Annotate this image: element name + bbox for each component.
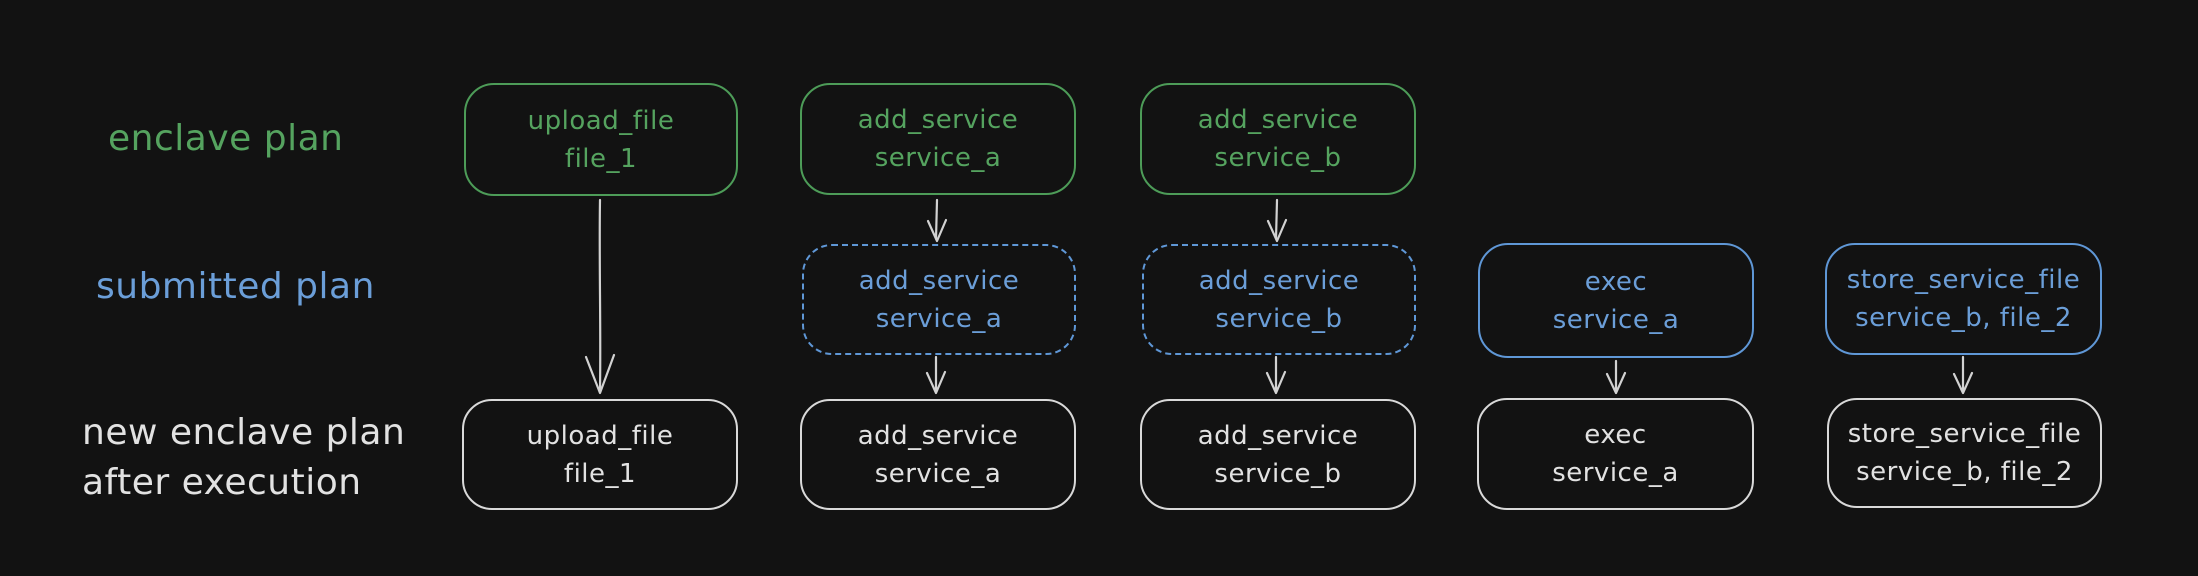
node-new-upload-file: upload_file file_1 xyxy=(462,399,738,510)
row-label-submitted-plan: submitted plan xyxy=(96,266,375,307)
node-submitted-exec: exec service_a xyxy=(1478,243,1754,358)
node-text: add_service xyxy=(1197,105,1359,135)
node-submitted-store-service-file: store_service_file service_b, file_2 xyxy=(1825,243,2102,355)
node-text: add_service xyxy=(857,105,1019,135)
node-text: service_b xyxy=(1214,458,1342,489)
node-text: store_service_file xyxy=(1846,265,2081,295)
node-text: exec xyxy=(1584,420,1647,450)
node-text: service_a xyxy=(1552,304,1680,335)
node-enclave-add-service-a: add_service service_a xyxy=(800,83,1076,195)
row-label-new-enclave-plan: new enclave plan after execution xyxy=(82,408,405,508)
node-text: exec xyxy=(1584,266,1648,297)
node-text: add_service xyxy=(858,265,1020,296)
node-text: upload_file xyxy=(527,105,675,136)
node-text: file_1 xyxy=(564,143,638,174)
node-text: add_service xyxy=(857,420,1019,451)
node-submitted-add-service-a: add_service service_a xyxy=(802,244,1076,355)
node-text: service_a xyxy=(875,303,1003,334)
row-label-new-enclave-plan-line2: after execution xyxy=(82,462,362,503)
node-new-exec: exec service_a xyxy=(1477,398,1754,510)
node-text: store_service_file xyxy=(1847,419,2082,449)
node-text: service_a xyxy=(1552,458,1679,488)
node-text: service_b, file_2 xyxy=(1856,457,2073,487)
node-text: file_1 xyxy=(563,458,637,489)
arrow-store-service-file xyxy=(1952,355,1974,395)
row-label-new-enclave-plan-line1: new enclave plan xyxy=(82,412,406,453)
node-text: upload_file xyxy=(526,420,674,451)
node-text: service_a xyxy=(874,143,1002,173)
arrow-add-service-a-bottom xyxy=(925,355,947,395)
node-text: service_b, file_2 xyxy=(1855,303,2072,333)
node-new-store-service-file: store_service_file service_b, file_2 xyxy=(1827,398,2102,508)
node-enclave-upload-file: upload_file file_1 xyxy=(464,83,738,196)
node-new-add-service-b: add_service service_b xyxy=(1140,399,1416,510)
node-text: add_service xyxy=(1197,420,1359,451)
node-text: service_b xyxy=(1215,303,1343,334)
arrow-add-service-a-top xyxy=(926,198,948,243)
arrow-add-service-b-top xyxy=(1266,198,1288,243)
arrow-add-service-b-bottom xyxy=(1265,355,1287,395)
node-text: service_b xyxy=(1214,143,1342,173)
row-label-enclave-plan: enclave plan xyxy=(108,118,344,159)
node-enclave-add-service-b: add_service service_b xyxy=(1140,83,1416,195)
node-text: service_a xyxy=(874,458,1002,489)
arrow-upload-file xyxy=(584,198,616,395)
node-text: add_service xyxy=(1198,265,1360,296)
arrow-exec xyxy=(1605,359,1627,395)
node-submitted-add-service-b: add_service service_b xyxy=(1142,244,1416,355)
node-new-add-service-a: add_service service_a xyxy=(800,399,1076,510)
